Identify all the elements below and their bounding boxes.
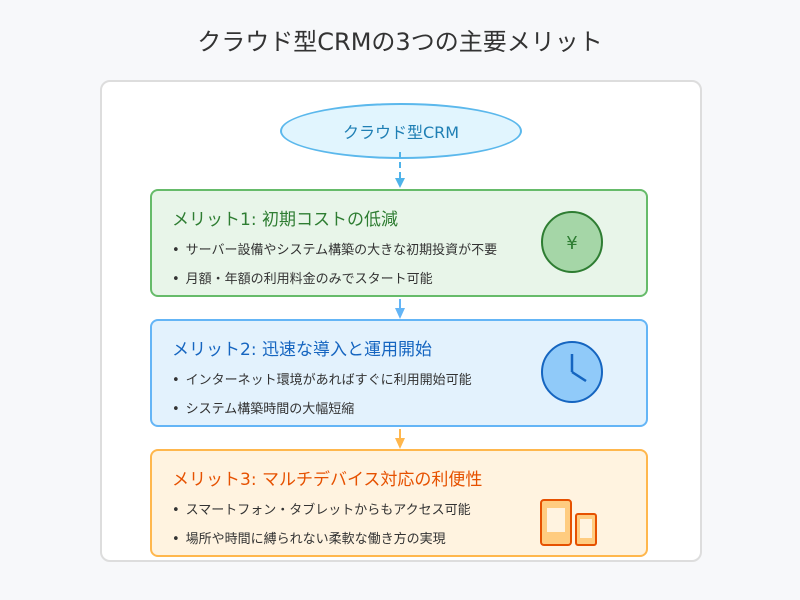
arrow-down-icon	[395, 308, 405, 319]
merit-2-heading: メリット2: 迅速な導入と運用開始	[172, 340, 432, 360]
svg-text:¥: ¥	[566, 233, 577, 254]
merit-1-bullet-2: •月額・年額の利用料金のみでスタート可能	[172, 272, 433, 287]
yen-coin-icon: ¥	[541, 211, 603, 273]
merit-2-bullet-2: •システム構築時間の大幅短縮	[172, 402, 355, 417]
clock-icon	[541, 341, 603, 403]
merit-card-3: メリット3: マルチデバイス対応の利便性 •スマートフォン・タブレットからもアク…	[150, 449, 648, 557]
merit-card-1: メリット1: 初期コストの低減 •サーバー設備やシステム構築の大きな初期投資が不…	[150, 189, 648, 297]
merit-3-bullet-2: •場所や時間に縛られない柔軟な働き方の実現	[172, 532, 446, 547]
center-node-cloud-crm: クラウド型CRM	[280, 103, 522, 159]
dashed-connector	[399, 152, 401, 178]
arrow-down-icon	[395, 438, 405, 449]
connector-line	[399, 299, 401, 309]
merit-card-2: メリット2: 迅速な導入と運用開始 •インターネット環境があればすぐに利用開始可…	[150, 319, 648, 427]
merit-3-heading: メリット3: マルチデバイス対応の利便性	[172, 470, 483, 490]
arrow-down-icon	[395, 178, 405, 188]
merit-1-heading: メリット1: 初期コストの低減	[172, 210, 398, 230]
merit-1-bullet-1: •サーバー設備やシステム構築の大きな初期投資が不要	[172, 243, 498, 258]
merit-3-bullet-1: •スマートフォン・タブレットからもアクセス可能	[172, 503, 471, 518]
diagram-title: クラウド型CRMの3つの主要メリット	[197, 28, 603, 56]
center-node-label: クラウド型CRM	[342, 123, 460, 142]
devices-icon	[540, 499, 597, 546]
merit-2-bullet-1: •インターネット環境があればすぐに利用開始可能	[172, 373, 472, 388]
connector-line	[399, 429, 401, 439]
